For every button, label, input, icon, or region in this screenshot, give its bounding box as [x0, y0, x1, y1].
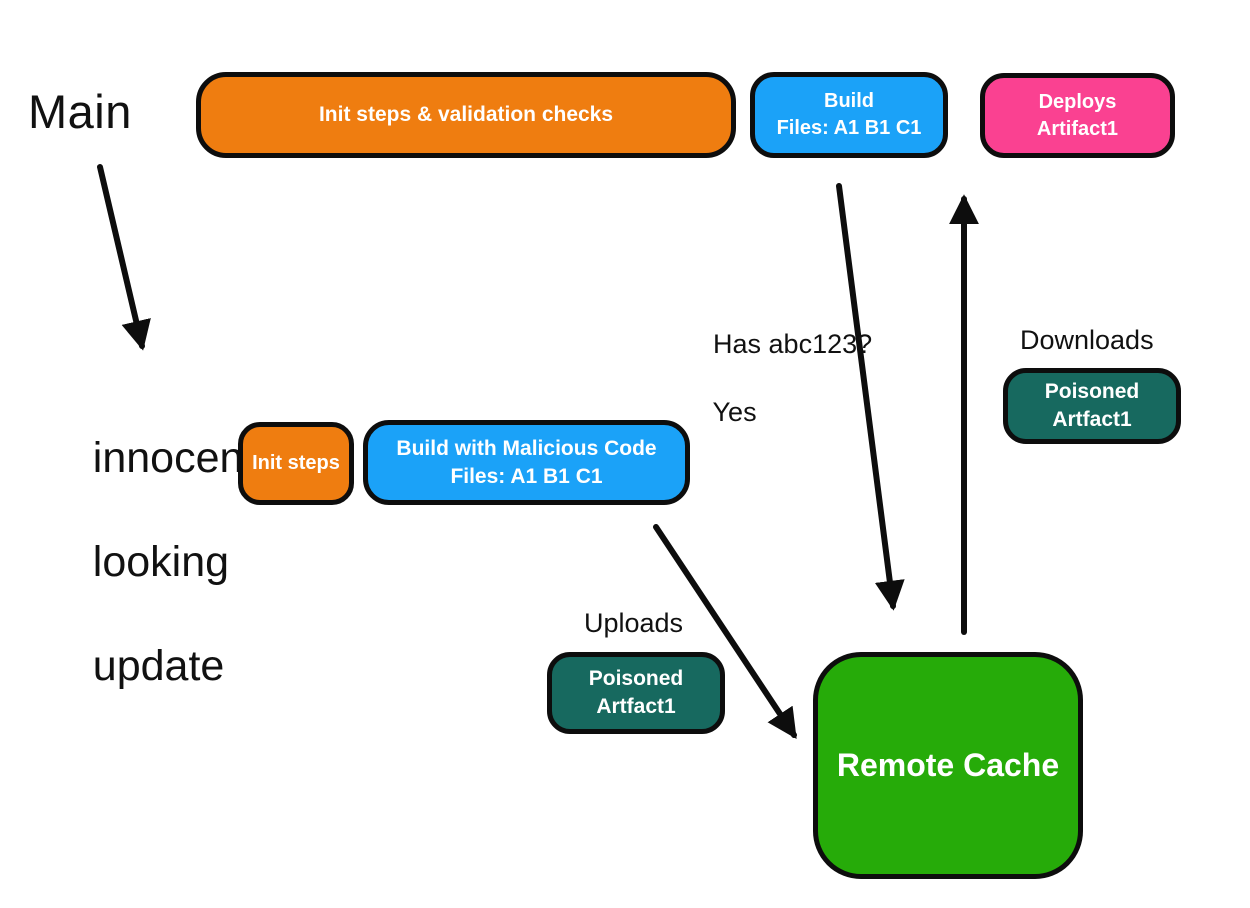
node-deploys-line1: Deploys [1038, 90, 1117, 113]
node-build-malicious-line1: Build with Malicious Code [396, 436, 657, 460]
node-deploys-line2: Artifact1 [1036, 117, 1119, 140]
node-poisoned-download-line1: Poisoned [1044, 380, 1140, 403]
innocent-update-line1: innocent [92, 434, 256, 482]
main-branch-label: Main [28, 85, 132, 138]
node-build-line1: Build [824, 90, 874, 112]
node-poisoned-artifact-upload: Poisoned Artfact1 [547, 652, 725, 734]
has-abc123-answer: Yes [712, 397, 757, 427]
arrow-main-to-innocent-update [97, 164, 151, 351]
node-build-malicious-line2: Files: A1 B1 C1 [450, 464, 603, 488]
node-poisoned-upload-line1: Poisoned [588, 667, 684, 690]
innocent-update-label: innocent looking update [45, 380, 256, 744]
node-build-malicious: Build with Malicious Code Files: A1 B1 C… [363, 420, 690, 505]
node-poisoned-artifact-download: Poisoned Artfact1 [1003, 368, 1181, 444]
node-deploys-artifact1: Deploys Artifact1 [980, 73, 1175, 158]
node-poisoned-download-line2: Artfact1 [1052, 408, 1132, 431]
uploads-label: Uploads [584, 608, 684, 638]
node-poisoned-upload-line2: Artfact1 [596, 695, 676, 718]
node-init-validation-label: Init steps & validation checks [318, 103, 614, 126]
node-remote-cache: Remote Cache [813, 652, 1083, 879]
innocent-update-line2: looking [92, 538, 230, 586]
node-init-steps: Init steps [238, 422, 354, 505]
innocent-update-line3: update [92, 642, 225, 690]
node-build-line2: Files: A1 B1 C1 [776, 117, 922, 139]
node-remote-cache-label: Remote Cache [836, 747, 1060, 783]
node-build: Build Files: A1 B1 C1 [750, 72, 948, 158]
has-abc123-question: Has abc123? [713, 329, 873, 359]
node-init-validation: Init steps & validation checks [196, 72, 736, 158]
downloads-label: Downloads [1020, 325, 1154, 355]
has-abc123-label: Has abc123? Yes [683, 293, 873, 463]
node-init-steps-label: Init steps [252, 452, 340, 474]
